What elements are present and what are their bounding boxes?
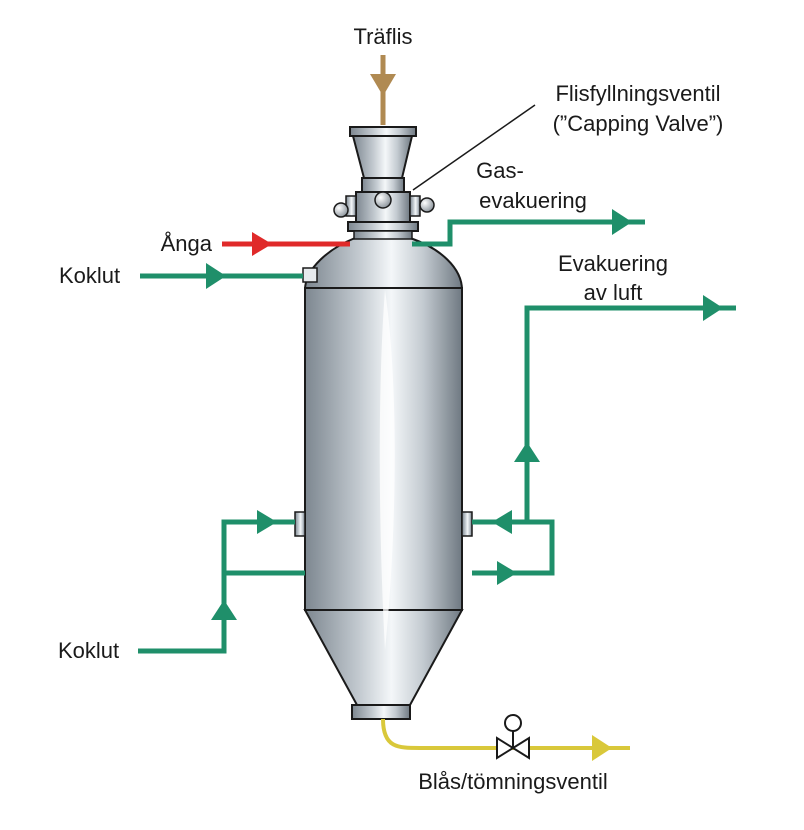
steam-label: Ånga xyxy=(161,231,213,256)
valve-actuator-left xyxy=(333,202,349,218)
capping-valve-leader xyxy=(412,104,536,191)
gas-evacuation-label-1: Gas- xyxy=(476,158,524,183)
capping-valve-label-2: (”Capping Valve”) xyxy=(553,111,724,136)
liquor-inlet-nozzle xyxy=(302,267,318,283)
steam-line xyxy=(222,232,350,256)
liquor-top-label: Koklut xyxy=(59,263,120,288)
bottom-outlet-flange xyxy=(351,704,411,720)
liquor-top-arrow xyxy=(206,263,226,289)
blow-line xyxy=(381,718,630,761)
air-evacuation-label-2: av luft xyxy=(584,280,643,305)
air-evacuation-arrow xyxy=(703,295,723,321)
left-nozzle xyxy=(294,511,306,537)
vessel xyxy=(294,237,473,720)
gas-evacuation-line xyxy=(412,209,645,247)
return-left-arrow xyxy=(492,510,512,534)
gas-evacuation-label-2: evakuering xyxy=(479,188,587,213)
air-evacuation-label-1: Evakuering xyxy=(558,251,668,276)
hopper xyxy=(351,135,414,179)
air-evacuation-line xyxy=(472,295,736,585)
capping-valve-label-1: Flisfyllningsventil xyxy=(555,81,720,106)
liquor-top-inlet xyxy=(140,263,303,289)
vessel-bottom-cone xyxy=(303,609,464,706)
liquor-bottom-right-arrow xyxy=(257,510,277,534)
wood-chips-feed xyxy=(370,55,396,125)
wood-chips-label: Träflis xyxy=(353,24,412,49)
blow-arrow xyxy=(592,735,612,761)
capping-valve-assembly xyxy=(333,104,536,240)
liquor-bottom-up-arrow xyxy=(211,600,237,620)
blow-valve xyxy=(496,714,530,760)
wood-chips-arrow xyxy=(370,74,396,96)
steam-arrow xyxy=(252,232,272,256)
right-nozzle xyxy=(461,511,473,537)
capping-valve-ball xyxy=(374,191,392,209)
liquor-bottom-inlet xyxy=(138,510,305,654)
blow-valve-actuator xyxy=(504,714,522,732)
blow-valve-label: Blås/tömningsventil xyxy=(418,769,608,794)
liquor-bottom-label: Koklut xyxy=(58,638,119,663)
gas-evacuation-arrow xyxy=(612,209,632,235)
hopper-flange xyxy=(349,126,417,137)
valve-actuator-right xyxy=(419,197,435,213)
air-up-arrow xyxy=(514,442,540,462)
return-right-arrow xyxy=(497,561,517,585)
